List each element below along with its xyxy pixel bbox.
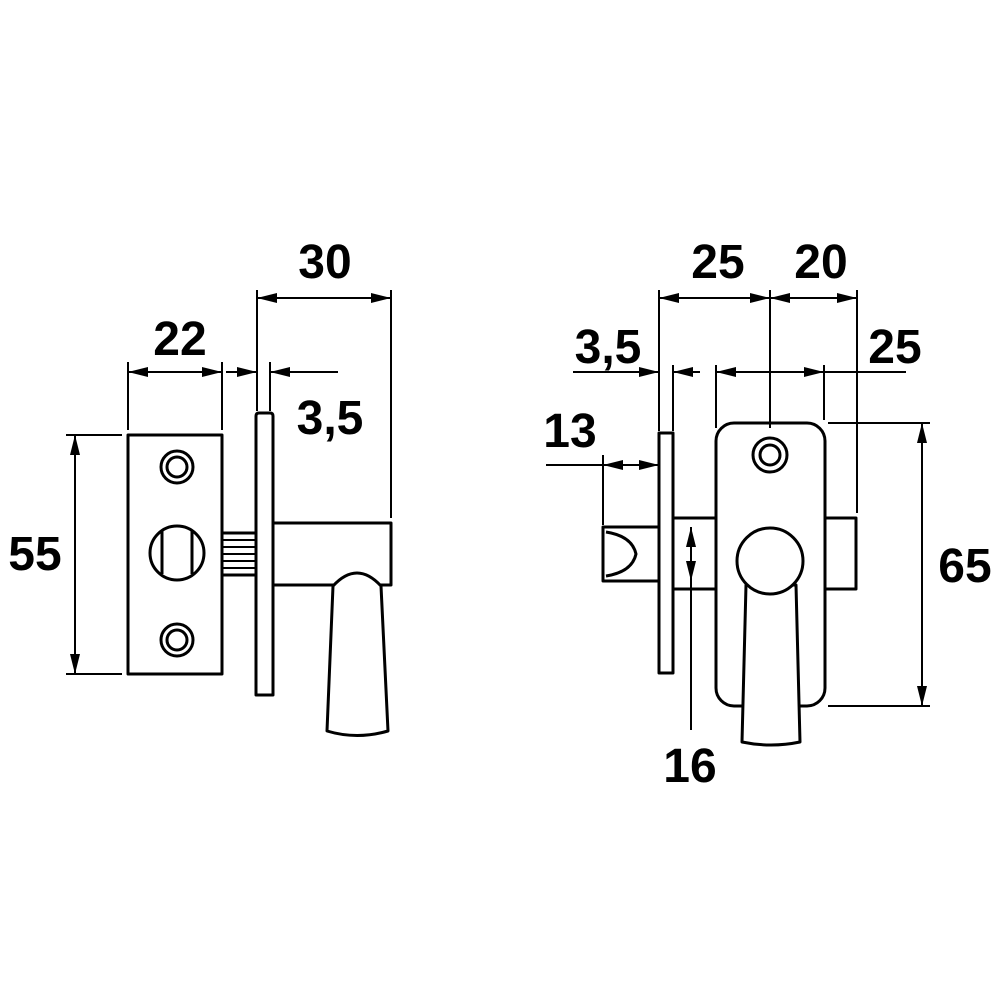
housing-left: [671, 516, 718, 591]
side-view: 30 22 3,5 55: [8, 236, 393, 737]
front-view: 25 20 3,5 25 13 16 65: [543, 236, 991, 793]
dim-rose-to-spindle: 25: [691, 236, 744, 289]
dim-bolt-projection: 13: [543, 405, 596, 458]
rose: [254, 411, 275, 697]
handle-lever: [325, 571, 390, 737]
handle-lever: [740, 583, 802, 747]
screw-icon: [159, 449, 195, 485]
dim-plate-width: 25: [868, 321, 921, 374]
dim-plate-height: 55: [8, 528, 61, 581]
handle-bar: [271, 521, 393, 587]
screw-icon: [159, 622, 195, 658]
rose: [657, 431, 675, 675]
bolt: [601, 525, 661, 583]
screw-icon: [751, 436, 789, 474]
dim-plate-width: 22: [153, 313, 206, 366]
dim-rose-thickness: 3,5: [575, 321, 642, 374]
spindle-ribs: [220, 531, 258, 577]
strike-plate: [126, 433, 224, 676]
bolt-hole: [148, 524, 206, 582]
housing-right: [823, 516, 858, 591]
dim-spindle-to-bolt-end: 20: [794, 236, 847, 289]
dim-rose-thickness: 3,5: [297, 392, 364, 445]
dim-overall-depth: 30: [298, 236, 351, 289]
dim-bolt-height: 16: [663, 740, 716, 793]
handle-knob: [735, 526, 805, 596]
dim-plate-height: 65: [938, 540, 991, 593]
